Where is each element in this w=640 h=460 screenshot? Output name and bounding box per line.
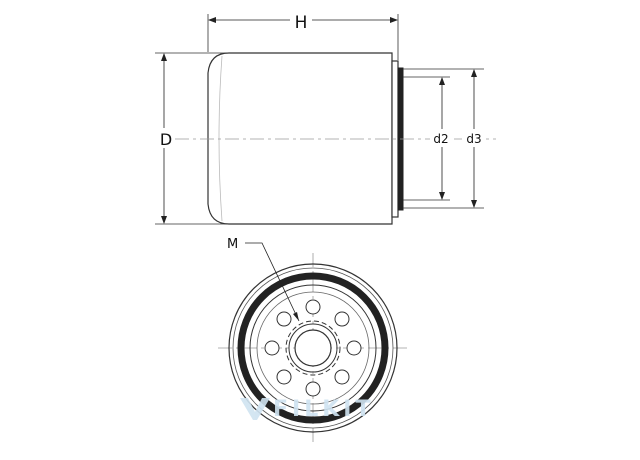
outlet-hole [276, 369, 292, 385]
outlet-hole [346, 340, 362, 356]
dimension-d: D [155, 52, 228, 225]
thread-label: M [227, 237, 238, 252]
outlet-hole [334, 311, 350, 327]
dimension-h-label: H [295, 13, 308, 33]
base-plate-circle [249, 284, 377, 412]
watermark-logo: FILKIT [240, 397, 374, 422]
thread-outer-circle [288, 323, 338, 373]
outlet-holes [264, 299, 362, 397]
outlet-hole [305, 299, 321, 315]
outlet-hole [276, 311, 292, 327]
end-view: M [218, 237, 408, 446]
dimension-d2: d2 [403, 76, 454, 201]
side-view: H D d2 d3 [155, 12, 500, 225]
gasket-ring [237, 272, 389, 424]
dimension-d3-label: d3 [466, 132, 481, 146]
dimension-d2-label: d2 [433, 132, 448, 146]
thread-dashed-circle [285, 320, 341, 376]
dimension-h: H [207, 12, 399, 60]
outlet-hole [264, 340, 280, 356]
thread-callout: M [227, 237, 300, 322]
filter-body-outline [207, 52, 393, 225]
watermark-text: FILKIT [273, 397, 374, 422]
body-edge-line [218, 55, 223, 222]
filkit-logo-icon [240, 398, 270, 420]
outlet-hole [305, 381, 321, 397]
center-bore-circle [294, 329, 332, 367]
outer-can-inner-edge [232, 267, 394, 429]
dimension-d-label: D [160, 130, 172, 149]
outlet-hole [334, 369, 350, 385]
dimension-d3: d3 [403, 68, 486, 209]
base-plate-inner-circle [256, 291, 370, 405]
outer-can-circle [228, 263, 398, 433]
